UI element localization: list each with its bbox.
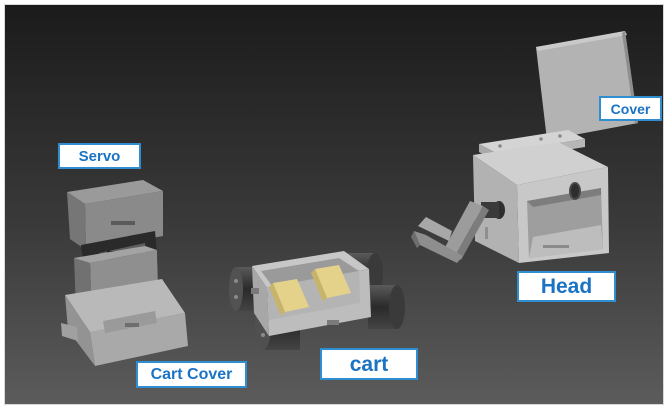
cover-part: [536, 31, 638, 140]
cart-label: cart: [320, 348, 418, 380]
cover-label: Cover: [599, 96, 662, 121]
head-part: [411, 130, 609, 263]
assembly-render: Servo Cart Cover cart Head Cover: [4, 4, 664, 405]
exploded-view-render: [5, 5, 663, 404]
cart-part: [229, 251, 405, 350]
cart-cover-part: [61, 279, 188, 366]
cart-cover-label: Cart Cover: [136, 361, 247, 388]
head-label: Head: [517, 271, 616, 302]
servo-label: Servo: [58, 143, 141, 169]
